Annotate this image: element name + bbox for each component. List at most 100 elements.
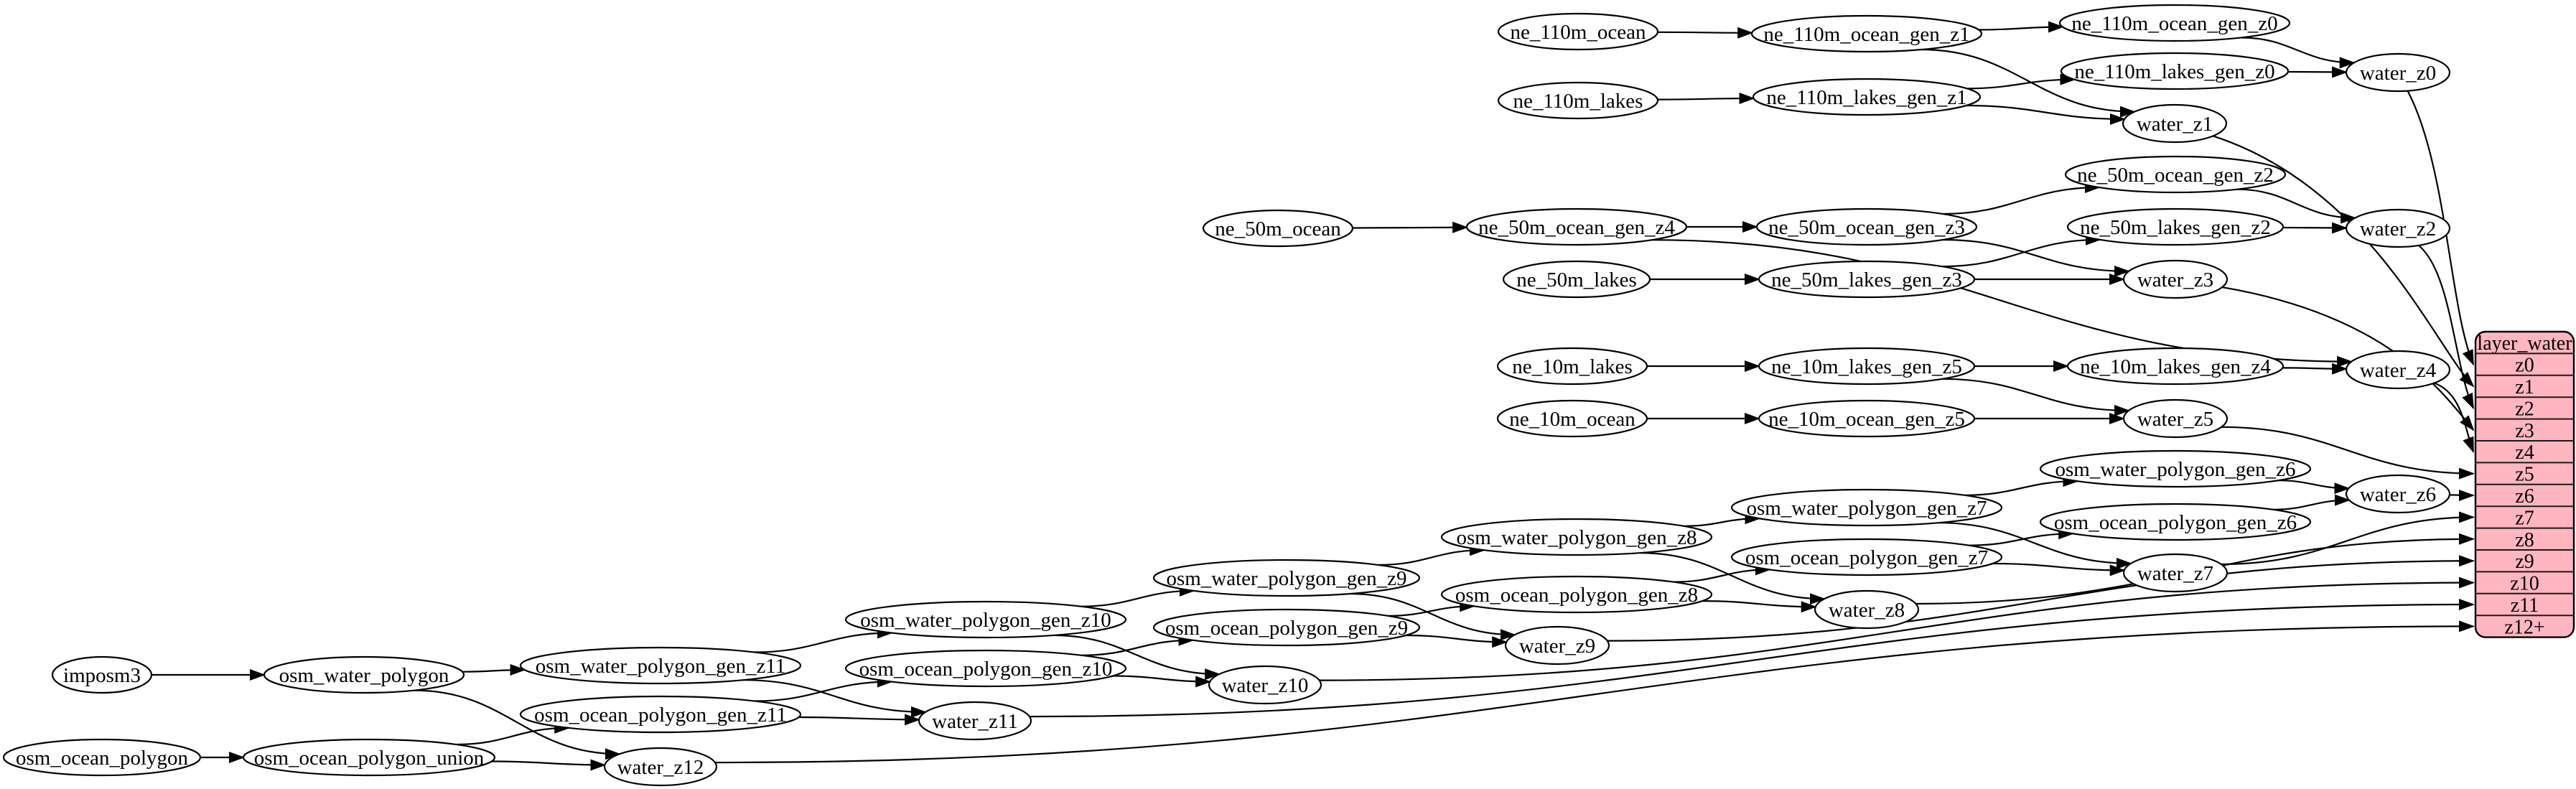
node-water_z2: water_z2	[2345, 208, 2451, 248]
node-ne_50m_ocean: ne_50m_ocean	[1202, 209, 1354, 248]
node-label-ne_10m_lakes_gen_z5: ne_10m_lakes_gen_z5	[1771, 355, 1962, 378]
edge-water_z9-layer_water-z9	[1607, 555, 2475, 642]
node-shape-ne_50m_ocean	[1202, 209, 1354, 248]
edge-ne_50m_ocean_gen_z2-water_z2	[2236, 188, 2357, 224]
node-shape-ne_110m_lakes_gen_z1	[1752, 78, 1982, 116]
node-shape-ne_110m_lakes_gen_z0	[2060, 52, 2290, 90]
node-label-water_z11: water_z11	[932, 710, 1018, 733]
edge-water_z4-layer_water-z4	[2434, 382, 2475, 454]
edge-osm_water_polygon_gen_z10-water_z10	[1053, 634, 1221, 681]
node-label-osm_ocean_polygon_union: osm_ocean_polygon_union	[254, 747, 485, 770]
node-label-ne_110m_ocean_gen_z1: ne_110m_ocean_gen_z1	[1763, 23, 1969, 46]
edge-osm_ocean_polygon_gen_z11-water_z11	[798, 714, 921, 726]
node-shape-osm_ocean_polygon_gen_z9	[1152, 608, 1421, 647]
node-osm_ocean_polygon: osm_ocean_polygon	[2, 738, 202, 777]
node-shape-osm_water_polygon_gen_z10	[844, 600, 1127, 639]
edge-osm_ocean_polygon_gen_z9-water_z9	[1406, 634, 1508, 648]
node-shape-osm_ocean_polygon	[2, 738, 202, 777]
node-imposm3: imposm3	[51, 655, 153, 694]
node-water_z0: water_z0	[2345, 52, 2451, 93]
node-label-water_z0: water_z0	[2360, 62, 2436, 85]
node-label-osm_water_polygon_gen_z7: osm_water_polygon_gen_z7	[1746, 497, 1987, 520]
node-ne_10m_lakes: ne_10m_lakes	[1496, 347, 1648, 386]
node-shape-ne_50m_lakes	[1502, 260, 1651, 299]
table-row-z6: z6	[2515, 485, 2534, 508]
edge-osm_ocean_polygon_gen_z8-osm_ocean_polygon_gen_z7	[1674, 564, 1771, 583]
node-shape-ne_50m_ocean_gen_z3	[1755, 207, 1978, 246]
node-shape-osm_ocean_polygon_gen_z7	[1730, 538, 2003, 576]
table-row-z12+: z12+	[2504, 616, 2544, 638]
node-label-osm_water_polygon_gen_z6: osm_water_polygon_gen_z6	[2055, 458, 2295, 481]
node-shape-water_z3	[2122, 259, 2229, 299]
edge-osm_ocean_polygon_union-water_z12	[491, 759, 607, 771]
node-water_z5: water_z5	[2122, 398, 2229, 439]
edge-ne_50m_lakes_gen_z3-ne_50m_lakes_gen_z2	[1942, 233, 2101, 268]
edge-ne_110m_ocean-ne_110m_ocean_gen_z1	[1657, 27, 1754, 39]
node-ne_50m_ocean_gen_z2: ne_50m_ocean_gen_z2	[2064, 155, 2287, 194]
node-shape-ne_50m_ocean_gen_z2	[2064, 155, 2287, 194]
node-label-ne_10m_lakes: ne_10m_lakes	[1512, 355, 1633, 378]
node-shape-water_z6	[2345, 474, 2451, 514]
node-water_z9: water_z9	[1504, 625, 1610, 666]
node-osm_ocean_polygon_gen_z7: osm_ocean_polygon_gen_z7	[1730, 538, 2003, 576]
edge-osm_ocean_polygon_union-osm_ocean_polygon_gen_z11	[456, 722, 571, 746]
node-ne_110m_ocean_gen_z1: ne_110m_ocean_gen_z1	[1750, 14, 1983, 53]
node-label-ne_50m_lakes: ne_50m_lakes	[1516, 269, 1637, 291]
table-row-z7: z7	[2515, 507, 2534, 529]
node-label-ne_50m_ocean: ne_50m_ocean	[1215, 218, 1341, 241]
edge-ne_110m_ocean_gen_z1-water_z1	[1921, 48, 2136, 118]
node-osm_water_polygon_gen_z9: osm_water_polygon_gen_z9	[1152, 559, 1421, 597]
edge-ne_110m_ocean_gen_z0-water_z0	[2241, 37, 2356, 69]
node-shape-osm_water_polygon_gen_z7	[1730, 488, 2003, 527]
node-label-osm_water_polygon_gen_z8: osm_water_polygon_gen_z8	[1456, 526, 1697, 549]
edge-osm_water_polygon_gen_z11-osm_water_polygon_gen_z10	[754, 627, 893, 653]
node-osm_ocean_polygon_gen_z10: osm_ocean_polygon_gen_z10	[844, 649, 1127, 688]
node-osm_water_polygon_gen_z7: osm_water_polygon_gen_z7	[1730, 488, 2003, 527]
edge-water_z10-layer_water-z10	[1319, 576, 2475, 681]
node-shape-water_z10	[1208, 665, 1322, 705]
node-label-ne_50m_ocean_gen_z3: ne_50m_ocean_gen_z3	[1768, 216, 1965, 239]
node-ne_110m_ocean_gen_z0: ne_110m_ocean_gen_z0	[2058, 4, 2291, 42]
table-row-z2: z2	[2515, 398, 2534, 420]
node-ne_50m_ocean_gen_z3: ne_50m_ocean_gen_z3	[1755, 207, 1978, 246]
table-layer: layer_waterz0z1z2z3z4z5z6z7z8z9z10z11z12…	[2474, 330, 2575, 638]
table-header-label: layer_water	[2477, 332, 2572, 355]
edge-osm_ocean_polygon_gen_z8-water_z8	[1702, 600, 1817, 613]
edge-osm_ocean_polygon_gen_z10-water_z10	[1113, 675, 1212, 688]
edge-osm_water_polygon_gen_z7-water_z7	[1938, 522, 2132, 569]
node-shape-water_z7	[2122, 553, 2229, 593]
node-label-water_z10: water_z10	[1222, 674, 1309, 697]
table-row-z0: z0	[2515, 355, 2534, 377]
table-row-z9: z9	[2515, 551, 2534, 573]
node-label-osm_ocean_polygon_gen_z7: osm_ocean_polygon_gen_z7	[1745, 546, 1988, 569]
node-shape-ne_10m_lakes_gen_z5	[1758, 347, 1976, 386]
node-shape-water_z0	[2345, 52, 2451, 93]
node-ne_10m_ocean: ne_10m_ocean	[1496, 399, 1648, 438]
node-label-ne_10m_ocean_gen_z5: ne_10m_ocean_gen_z5	[1768, 408, 1965, 431]
node-shape-osm_ocean_polygon_union	[242, 738, 496, 777]
edge-osm_water_polygon_gen_z7-osm_water_polygon_gen_z6	[1964, 475, 2079, 496]
edge-osm_ocean_polygon_gen_z7-osm_ocean_polygon_gen_z6	[1969, 528, 2075, 546]
edge-ne_110m_ocean_gen_z1-ne_110m_ocean_gen_z0	[1979, 21, 2064, 33]
edge-osm_water_polygon_gen_z9-osm_water_polygon_gen_z8	[1378, 544, 1486, 566]
node-ne_50m_lakes_gen_z2: ne_50m_lakes_gen_z2	[2066, 207, 2285, 246]
node-label-osm_water_polygon_gen_z10: osm_water_polygon_gen_z10	[860, 609, 1111, 632]
node-shape-water_z5	[2122, 398, 2229, 439]
node-water_z6: water_z6	[2345, 474, 2451, 514]
table-row-z11: z11	[2511, 594, 2539, 617]
node-osm_water_polygon_gen_z8: osm_water_polygon_gen_z8	[1440, 518, 1713, 556]
edge-ne_10m_lakes_gen_z5-water_z5	[1942, 378, 2130, 416]
node-shape-ne_10m_ocean	[1496, 399, 1648, 438]
node-osm_water_polygon: osm_water_polygon	[263, 655, 465, 694]
node-shape-osm_ocean_polygon_gen_z11	[519, 695, 802, 734]
node-osm_water_polygon_gen_z10: osm_water_polygon_gen_z10	[844, 600, 1127, 639]
edge-osm_ocean_polygon_gen_z7-water_z7	[1992, 562, 2126, 576]
edge-ne_50m_ocean_gen_z3-water_z3	[1943, 238, 2130, 277]
node-shape-water_z12	[603, 747, 718, 787]
node-water_z8: water_z8	[1814, 589, 1920, 630]
node-label-osm_water_polygon_gen_z11: osm_water_polygon_gen_z11	[536, 655, 785, 678]
node-shape-ne_10m_ocean_gen_z5	[1758, 399, 1976, 438]
node-label-water_z3: water_z3	[2137, 269, 2213, 291]
node-label-ne_110m_ocean: ne_110m_ocean	[1511, 21, 1646, 44]
